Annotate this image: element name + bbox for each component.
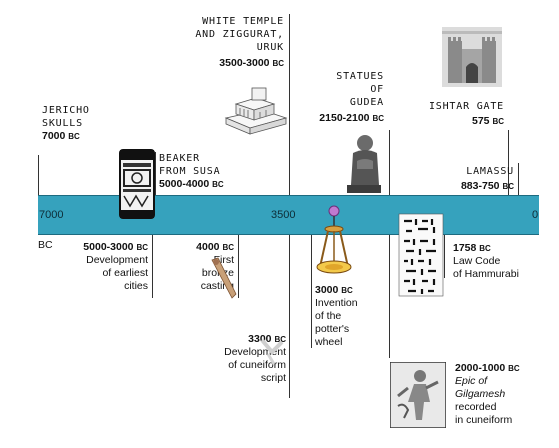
scale-label-right: 0 bbox=[532, 209, 539, 221]
event-date: 3500-3000 BC bbox=[219, 57, 284, 69]
event-desc-line: Epic of bbox=[455, 375, 488, 387]
connector-cities bbox=[152, 233, 153, 298]
bronze-tool-icon bbox=[211, 257, 237, 299]
connector-gilgamesh bbox=[389, 233, 390, 358]
event-date: 5000-4000 BC bbox=[159, 178, 224, 190]
event-date: 1758 BC bbox=[453, 242, 491, 254]
event-desc-line: in cuneiform bbox=[455, 414, 513, 426]
event-hammurabi: 1758 BC Law Code of Hammurabi bbox=[453, 242, 519, 281]
event-desc-line: of Hammurabi bbox=[453, 268, 519, 280]
event-title-line: BEAKER bbox=[159, 153, 200, 164]
gate-icon bbox=[442, 27, 502, 87]
scale-unit: BC bbox=[38, 239, 53, 251]
event-title-line: AND ZIGGURAT, bbox=[195, 29, 284, 40]
gilgamesh-relief-icon bbox=[390, 362, 446, 428]
event-gilgamesh: 2000-1000 BC Epic of Gilgamesh recorded … bbox=[455, 362, 520, 427]
event-date: 3000 BC bbox=[315, 284, 353, 296]
event-title-line: JERICHO bbox=[42, 105, 90, 116]
event-jericho: JERICHO SKULLS 7000 BC bbox=[42, 104, 90, 143]
scale-label-mid: 3500 bbox=[271, 209, 296, 221]
event-date: 5000-3000 BC bbox=[83, 241, 148, 253]
event-desc-line: potter's bbox=[315, 323, 350, 335]
event-date: 575 BC bbox=[471, 115, 504, 127]
event-desc-line: recorded bbox=[455, 401, 497, 413]
potters-wheel-icon bbox=[316, 205, 352, 274]
connector-cuneiform bbox=[289, 233, 290, 398]
connector-beaker bbox=[155, 152, 156, 195]
event-desc-line: wheel bbox=[315, 336, 343, 348]
event-date: 883-750 BC bbox=[460, 180, 514, 192]
event-date: 4000 BC bbox=[196, 241, 234, 253]
event-lamassu: LAMASSU 883-750 BC bbox=[404, 165, 514, 193]
event-title-line: LAMASSU bbox=[466, 166, 514, 177]
event-ishtar: ISHTAR GATE 575 BC bbox=[404, 100, 504, 128]
event-desc-line: cities bbox=[124, 280, 148, 292]
beaker-icon bbox=[119, 149, 155, 219]
event-desc-line: Law Code bbox=[453, 255, 501, 267]
temple-icon bbox=[224, 87, 288, 135]
connector-jericho bbox=[38, 155, 39, 195]
scale-label-left: 7000 bbox=[39, 209, 64, 221]
event-title-line: SKULLS bbox=[42, 118, 83, 129]
cuneiform-stylus-icon bbox=[260, 338, 284, 365]
connector-hammurabi bbox=[444, 233, 445, 278]
event-desc-line: script bbox=[260, 372, 286, 384]
event-date: 2150-2100 BC bbox=[319, 112, 384, 124]
connector-ishtar bbox=[508, 130, 509, 195]
event-desc-line: of the bbox=[315, 310, 342, 322]
event-desc-line: Invention bbox=[315, 297, 358, 309]
event-title-line: FROM SUSA bbox=[159, 166, 221, 177]
event-temple: WHITE TEMPLE AND ZIGGURAT, URUK 3500-300… bbox=[150, 15, 284, 70]
event-date: 7000 BC bbox=[42, 130, 80, 142]
event-date: 2000-1000 BC bbox=[455, 362, 520, 374]
law-code-tablet-icon bbox=[398, 213, 444, 297]
connector-lamassu bbox=[518, 163, 519, 195]
event-title-line: OF bbox=[370, 84, 384, 95]
connector-gudea bbox=[389, 130, 390, 195]
event-desc-line: Development bbox=[86, 254, 148, 266]
event-title-line: URUK bbox=[256, 42, 284, 53]
event-title-line: GUDEA bbox=[349, 97, 384, 108]
event-title-line: STATUES bbox=[336, 71, 384, 82]
event-desc-line: of earliest bbox=[102, 267, 148, 279]
statue-icon bbox=[347, 135, 381, 193]
connector-bronze bbox=[238, 233, 239, 298]
event-wheel: 3000 BC Invention of the potter's wheel bbox=[315, 284, 358, 349]
event-beaker: BEAKER FROM SUSA 5000-4000 BC bbox=[159, 152, 224, 191]
connector-wheel bbox=[311, 233, 312, 348]
event-title-line: ISHTAR GATE bbox=[428, 101, 504, 112]
event-desc-line: Gilgamesh bbox=[455, 388, 506, 400]
connector-temple bbox=[289, 14, 290, 195]
event-cities: 5000-3000 BC Development of earliest cit… bbox=[52, 241, 148, 293]
event-title-line: WHITE TEMPLE bbox=[202, 16, 284, 27]
event-gudea: STATUES OF GUDEA 2150-2100 BC bbox=[290, 70, 384, 125]
